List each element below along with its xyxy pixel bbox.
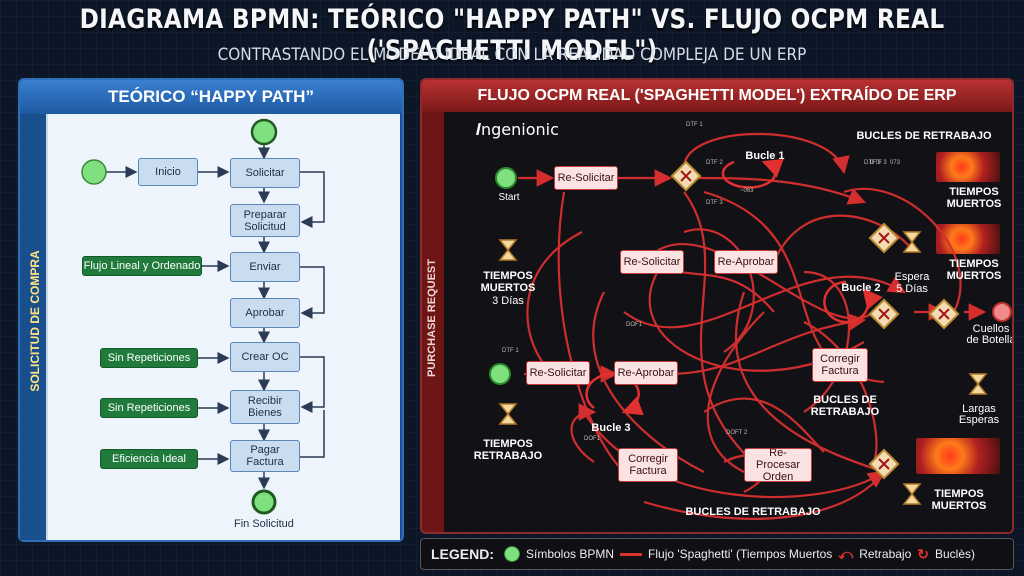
happy-path-canvas: Inicio Solicitar Preparar Solicitud Envi… <box>46 114 400 540</box>
legend: LEGEND: Símbolos BPMN Flujo 'Spaghetti' … <box>420 538 1014 570</box>
happy-path-panel: TEÓRICO “HAPPY PATH” SOLICITUD DE COMPRA <box>18 78 404 542</box>
tiny-label: DTF 3 <box>870 160 887 166</box>
step-solicitar: Solicitar <box>230 158 300 188</box>
espera-dias: 5 Días <box>896 283 928 295</box>
note-flujo-lineal: Flujo Lineal y Ordenado <box>82 256 202 276</box>
box-corregir-right: Corregir Factura <box>812 348 868 382</box>
tiempos-muertos-left: TIEMPOS MUERTOS <box>480 270 536 294</box>
bottleneck-event-icon <box>992 302 1012 322</box>
bucles-mid-label: BUCLES DE RETRABAJO <box>810 394 880 418</box>
hourglass-icon <box>498 231 988 505</box>
legend-bucles: Buclès) <box>934 547 975 561</box>
heatmap-3 <box>916 438 1000 474</box>
legend-flujo: Flujo 'Spaghetti' (Tiempos Muertos <box>648 547 833 561</box>
cuellos-label: Cuellos de Botella <box>966 323 1014 346</box>
loop-arrow-icon <box>823 280 883 324</box>
spaghetti-panel: FLUJO OCPM REAL ('SPAGHETTI MODEL') EXTR… <box>420 78 1014 534</box>
note-eficiencia: Eficiencia Ideal <box>100 449 198 469</box>
end-event-icon <box>251 489 277 515</box>
step-crear-oc: Crear OC <box>230 342 300 372</box>
tiny-label: DTF 1 <box>686 122 703 128</box>
box-reaprobar-low: Re-Aprobar <box>614 361 678 385</box>
tiny-label: DTF 3 <box>706 200 723 206</box>
spaghetti-line-icon <box>620 552 643 556</box>
step-aprobar: Aprobar <box>230 298 300 328</box>
legend-bpmn: Símbolos BPMN <box>526 547 615 561</box>
spaghetti-lane-label: PURCHASE REQUEST <box>426 259 438 377</box>
happy-path-connectors <box>81 118 325 515</box>
bucles-top-label: BUCLES DE RETRABAJO <box>856 130 992 142</box>
start-event-icon <box>250 118 278 146</box>
bucle1-label: Bucle 1 <box>745 150 785 162</box>
start-event-icon <box>81 159 107 185</box>
box-resolicitar-top: Re-Solicitar <box>554 166 618 190</box>
step-recibir: Recibir Bienes <box>230 390 300 424</box>
spaghetti-flows <box>489 132 1012 520</box>
spaghetti-canvas: 𝑰ngenionic <box>444 112 1012 532</box>
tiny-label: DTF 2 <box>706 160 723 166</box>
tiny-label: DOF1 <box>626 322 643 328</box>
bucles-bottom-label: BUCLES DE RETRABAJO <box>685 506 821 518</box>
bucle3-label: Bucle 3 <box>591 422 631 434</box>
box-resolicitar-mid: Re-Solicitar <box>620 250 684 274</box>
main-subtitle: CONTRASTANDO EL MODELO IDEAL CON LA REAL… <box>217 45 807 65</box>
tiny-label: DTF 3 <box>864 160 881 166</box>
bpmn-symbol-icon <box>504 546 520 562</box>
largas-label: Largas Esperas <box>958 403 1000 426</box>
tiempos-muertos-1: TIEMPOS MUERTOS <box>946 186 1002 210</box>
loop-arrow-icon: ↻ <box>917 545 929 562</box>
step-inicio: Inicio <box>138 158 198 186</box>
tiempos-muertos-dias: 3 Días <box>492 295 524 307</box>
note-sin-repeticiones-1: Sin Repeticiones <box>100 348 198 368</box>
logo-mark-icon: 𝑰 <box>476 120 481 139</box>
tiny-label: DOFT 2 <box>726 430 748 436</box>
box-resolicitar-low: Re-Solicitar <box>526 361 590 385</box>
note-sin-repeticiones-2: Sin Repeticiones <box>100 398 198 418</box>
step-enviar: Enviar <box>230 252 300 282</box>
step-pagar: Pagar Factura <box>230 440 300 472</box>
heatmap-1 <box>936 152 1000 182</box>
bucle2-label: Bucle 2 <box>841 282 881 294</box>
loop-arrow-icon <box>721 158 784 189</box>
tiny-label: ~063 <box>740 188 754 194</box>
happy-path-lane-label: SOLICITUD DE COMPRA <box>28 250 42 392</box>
logo-text: ngenionic <box>480 120 559 139</box>
tiempos-muertos-2: TIEMPOS MUERTOS <box>946 258 1002 282</box>
box-reprocesar: Re-Procesar Orden <box>744 447 812 483</box>
tiny-label: 073 <box>890 160 901 166</box>
spaghetti-lane: PURCHASE REQUEST <box>422 112 444 532</box>
box-corregir-bottom: Corregir Factura <box>618 448 678 482</box>
main-title: DIAGRAMA BPMN: TEÓRICO "HAPPY PATH" VS. … <box>79 4 945 66</box>
spaghetti-title: FLUJO OCPM REAL ('SPAGHETTI MODEL') EXTR… <box>422 80 1012 112</box>
tiny-label: DTF 1 <box>502 348 519 354</box>
start-label: Start <box>498 192 520 203</box>
step-preparar: Preparar Solicitud <box>230 204 300 237</box>
box-reaprobar-mid: Re-Aprobar <box>714 250 778 274</box>
happy-path-lane: SOLICITUD DE COMPRA <box>20 114 46 540</box>
tiempos-muertos-3: TIEMPOS MUERTOS <box>931 488 987 512</box>
legend-retrabajo: Retrabajo <box>859 547 912 561</box>
brand-logo: 𝑰ngenionic <box>476 120 559 140</box>
rework-arrow-icon: ⤺ <box>838 545 854 562</box>
tiempos-retrabajo: TIEMPOS RETRABAJO <box>473 438 543 462</box>
start-event-icon <box>489 363 511 385</box>
happy-path-title: TEÓRICO “HAPPY PATH” <box>20 80 402 114</box>
legend-title: LEGEND: <box>431 546 494 562</box>
start-event-icon <box>495 167 517 189</box>
espera-label: Espera <box>894 271 930 283</box>
tiny-label: DOF1 <box>584 436 601 442</box>
end-label: Fin Solicitud <box>234 518 294 530</box>
